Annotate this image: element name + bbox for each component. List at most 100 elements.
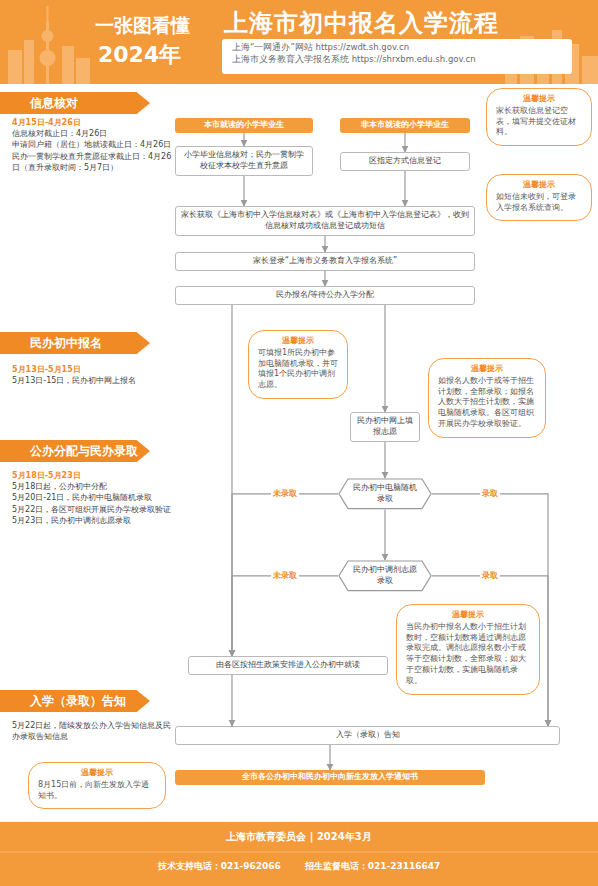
node-text: 民办初中电脑随机录取 bbox=[353, 483, 417, 505]
date-note: 5月18日起，公办初中分配 bbox=[12, 481, 172, 492]
date-note: 信息核对截止日：4月26日 bbox=[12, 128, 172, 139]
footer-phone: 招生监督电话：021-23116647 bbox=[305, 860, 441, 873]
url-panel bbox=[222, 39, 572, 74]
edge-label: 录取 bbox=[480, 571, 500, 581]
start-box: 本市就读的小学毕业生 bbox=[175, 118, 313, 133]
node-text: 信息核对 bbox=[30, 95, 150, 111]
url-text: 上海市义务教育入学报名系统 https://shrxbm.edu.sh.gov.… bbox=[232, 54, 568, 66]
node-text: 当民办初中报名人数小于招生计划数时，空额计划数将通过调剂志愿录取完成。调剂志愿报… bbox=[406, 622, 530, 687]
tip-heading: 温馨提示 bbox=[496, 94, 582, 105]
process-box: 由各区按招生政策安排进入公办初中就读 bbox=[188, 656, 388, 675]
node-text: 入学（录取）告知 bbox=[30, 693, 150, 709]
footer-text-group: 上海市教育委员会 | 2024年3月 bbox=[0, 830, 598, 844]
node-text: 家长获取信息登记空表，填写并提交佐证材料。 bbox=[496, 106, 582, 138]
node-text: 民办初中网上填报志愿 bbox=[356, 416, 414, 438]
node-text: 家长获取《上海市初中入学信息核对表》或《上海市初中入学信息登记表》，收到信息核对… bbox=[181, 210, 469, 232]
node-text: 可填报1所民办初中参加电脑随机录取，并可填报1个民办初中调剂志愿。 bbox=[258, 348, 338, 391]
tip-callout: 温馨提示如报名人数小于或等于招生计划数，全部录取；如报名人数大于招生计划数，实施… bbox=[428, 358, 546, 438]
node-text: 民办初中调剂志愿录取 bbox=[353, 565, 417, 587]
process-box: 家长登录“上海市义务教育入学报名系统” bbox=[175, 252, 475, 271]
process-box: 小学毕业信息核对；民办一贯制学校征求本校学生直升意愿 bbox=[175, 146, 313, 176]
date-note: 民办一贯制学校直升意愿征求截止日：4月26日（直升录取时间：5月7日） bbox=[12, 151, 172, 173]
date-note: 申请回户籍（居住）地就读截止日：4月26日 bbox=[12, 139, 172, 150]
node-text: 入学（录取）告知 bbox=[181, 730, 554, 741]
end-box: 全市各公办初中和民办初中向新生发放入学通知书 bbox=[175, 770, 485, 785]
date-note: 4月15日-4月26日 bbox=[12, 117, 172, 128]
flow-connector bbox=[324, 271, 325, 286]
tip-callout: 温馨提示可填报1所民办初中参加电脑随机录取，并可填报1个民办初中调剂志愿。 bbox=[248, 330, 348, 399]
footer-band bbox=[0, 822, 598, 886]
header-text: 一张图看懂 bbox=[95, 12, 225, 39]
flow-connector bbox=[324, 236, 325, 252]
skyline bbox=[8, 6, 598, 84]
node-text: 全市各公办初中和民办初中向新生发放入学通知书 bbox=[179, 772, 481, 783]
flow-connector bbox=[243, 133, 244, 146]
header-year-group: 2024年 bbox=[98, 40, 218, 71]
flow-connector bbox=[243, 176, 244, 206]
header-year: 2024年 bbox=[98, 40, 218, 71]
footer-phone-group: 技术支持电话：021-962066 招生监督电话：021-23116647 bbox=[0, 860, 598, 873]
process-box: 区指定方式信息登记 bbox=[340, 152, 470, 171]
decision-hexagon: 民办初中调剂志愿录取 bbox=[338, 560, 432, 592]
node-text: 民办报名/等待公办入学分配 bbox=[181, 290, 469, 301]
start-box: 非本市就读的小学毕业生 bbox=[340, 118, 470, 133]
header-band bbox=[0, 0, 598, 84]
node-text: 本市就读的小学毕业生 bbox=[179, 120, 309, 131]
process-box: 家长获取《上海市初中入学信息核对表》或《上海市初中入学信息登记表》，收到信息核对… bbox=[175, 206, 475, 236]
tip-heading: 温馨提示 bbox=[496, 180, 582, 191]
main-title: 上海市初中报名入学流程 bbox=[224, 7, 499, 39]
date-note: 5月23日，民办初中调剂志愿录取 bbox=[12, 515, 172, 526]
node-text: 民办初中报名 bbox=[30, 335, 150, 351]
node-text: 如短信未收到，可登录入学报名系统查询。 bbox=[496, 192, 582, 214]
process-box: 入学（录取）告知 bbox=[175, 726, 560, 745]
node-text: 小学毕业信息核对；民办一贯制学校征求本校学生直升意愿 bbox=[181, 150, 307, 172]
decision-hexagon: 民办初中电脑随机录取 bbox=[338, 478, 432, 510]
node-text: 8月15日前，向新生发放入学通知书。 bbox=[38, 780, 156, 802]
flow-connector bbox=[384, 442, 385, 478]
node-text: 公办分配与民办录取 bbox=[30, 443, 150, 459]
footer-text: 上海市教育委员会 | 2024年3月 bbox=[0, 830, 598, 844]
date-note: 5月13日-5月15日 bbox=[12, 364, 172, 375]
section-tab: 信息核对 bbox=[0, 92, 150, 114]
date-note: 5月22日，各区可组织开展民办学校录取验证 bbox=[12, 504, 172, 515]
date-note: 5月22日起，陆续发放公办入学告知信息及民办录取告知信息 bbox=[12, 720, 172, 742]
edge-label: 未录取 bbox=[271, 489, 299, 499]
tip-callout: 温馨提示8月15日前，向新生发放入学通知书。 bbox=[28, 762, 166, 809]
node-text: 如报名人数小于或等于招生计划数，全部录取；如报名人数大于招生计划数，实施电脑随机… bbox=[438, 376, 536, 430]
tip-callout: 温馨提示如短信未收到，可登录入学报名系统查询。 bbox=[486, 174, 592, 221]
header-text-group: 一张图看懂 bbox=[95, 12, 225, 39]
tip-heading: 温馨提示 bbox=[406, 610, 530, 621]
section-tab: 入学（录取）告知 bbox=[0, 690, 150, 712]
process-box: 民办初中网上填报志愿 bbox=[350, 412, 420, 442]
tip-heading: 温馨提示 bbox=[38, 768, 156, 779]
flow-connector bbox=[384, 305, 385, 412]
flow-connector bbox=[329, 745, 330, 770]
node-text: 区指定方式信息登记 bbox=[346, 156, 464, 167]
date-note-group: 4月15日-4月26日信息核对截止日：4月26日申请回户籍（居住）地就读截止日：… bbox=[12, 117, 172, 173]
edge-label: 录取 bbox=[480, 489, 500, 499]
node-text: 家长登录“上海市义务教育入学报名系统” bbox=[181, 256, 469, 267]
tip-heading: 温馨提示 bbox=[258, 336, 338, 347]
footer-phone: 技术支持电话：021-962066 bbox=[158, 860, 281, 873]
tip-heading: 温馨提示 bbox=[438, 364, 536, 375]
date-note: 5月20日-21日，民办初中电脑随机录取 bbox=[12, 492, 172, 503]
flow-connector bbox=[404, 133, 405, 152]
section-tab: 公办分配与民办录取 bbox=[0, 440, 150, 462]
date-note: 5月13日-15日，民办初中网上报名 bbox=[12, 375, 172, 386]
section-tab: 民办初中报名 bbox=[0, 332, 150, 354]
tip-callout: 温馨提示当民办初中报名人数小于招生计划数时，空额计划数将通过调剂志愿录取完成。调… bbox=[396, 604, 540, 695]
footer-rule bbox=[0, 852, 598, 853]
node-text: 由各区按招生政策安排进入公办初中就读 bbox=[194, 660, 382, 671]
url-text-group: 上海“一网通办”网站 https://zwdt.sh.gov.cn上海市义务教育… bbox=[232, 42, 568, 66]
edge-label: 未录取 bbox=[271, 571, 299, 581]
date-note-group: 5月13日-5月15日5月13日-15日，民办初中网上报名 bbox=[12, 364, 172, 386]
node-text: 非本市就读的小学毕业生 bbox=[344, 120, 466, 131]
process-box: 民办报名/等待公办入学分配 bbox=[175, 286, 475, 305]
flow-connector bbox=[384, 510, 385, 560]
date-note-group: 5月18日-5月23日5月18日起，公办初中分配5月20日-21日，民办初中电脑… bbox=[12, 470, 172, 526]
flow-connector bbox=[231, 675, 232, 726]
url-text: 上海“一网通办”网站 https://zwdt.sh.gov.cn bbox=[232, 42, 568, 54]
date-note-group: 5月22日起，陆续发放公办入学告知信息及民办录取告知信息 bbox=[12, 720, 172, 742]
flow-connector bbox=[232, 576, 338, 656]
tip-callout: 温馨提示家长获取信息登记空表，填写并提交佐证材料。 bbox=[486, 88, 592, 146]
